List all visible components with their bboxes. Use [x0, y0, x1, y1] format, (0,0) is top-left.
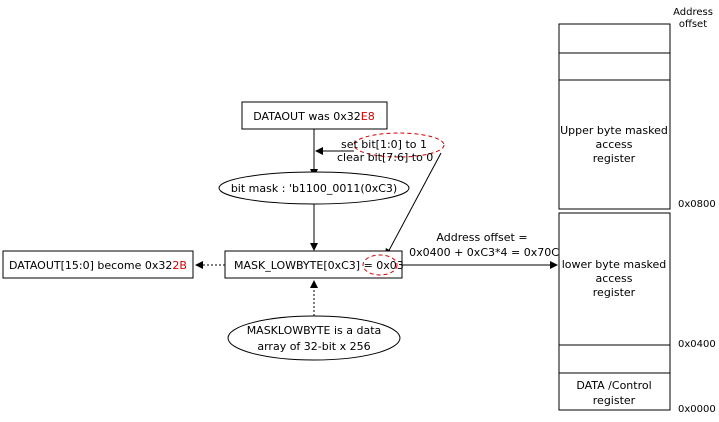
upper-region-label-line1: Upper byte masked [560, 124, 668, 137]
data-region-label-line2: register [593, 394, 636, 407]
mask-lowbyte-label: MASK_LOWBYTE[0xC3] = 0x03 [234, 259, 404, 272]
masklowbyte-note-ellipse [227, 315, 401, 361]
dataout-become-label: DATAOUT[15:0] become 0x322B [9, 259, 187, 272]
lower-region-label-line2: access [595, 272, 632, 285]
arrow-note-to-mask-value [385, 152, 442, 257]
lower-byte-region [558, 212, 671, 346]
set-bit-note: set bit[1:0] to 1 [341, 138, 427, 151]
memory-map: Upper byte masked access register lower … [558, 23, 671, 411]
upper-byte-region [558, 23, 671, 210]
dataout-was-box [241, 101, 388, 130]
data-region-label-line1: DATA /Control [576, 379, 651, 392]
mask-lowbyte-value: 0x03 [376, 259, 404, 272]
masklowbyte-note-line2: array of 32-bit x 256 [257, 340, 370, 353]
address-offset-note-line1: Address offset = [436, 231, 527, 244]
address-label-0x0800: 0x0800 [678, 199, 716, 210]
address-offset-header-line1: Address [673, 7, 713, 18]
lower-region-label-line1: lower byte masked [562, 258, 667, 271]
clear-bit-note: clear bit[7:6] to 0 [337, 151, 433, 164]
lower-region-label-line3: register [593, 286, 636, 299]
dataout-become-box [2, 250, 194, 279]
data-control-region [558, 372, 671, 411]
dataout-was-label: DATAOUT was 0x32E8 [253, 110, 375, 123]
address-offset-note-line2: 0x0400 + 0xC3*4 = 0x70C [409, 246, 559, 259]
bit-mask-label: bit mask : 'b1100_0011(0xC3) [231, 182, 397, 195]
address-label-0x0000: 0x0000 [678, 404, 716, 415]
upper-region-label-line2: access [595, 138, 632, 151]
reserved-region [558, 344, 671, 374]
upper-region-label-line3: register [593, 152, 636, 165]
address-offset-header-line2: offset [679, 19, 707, 30]
set-bit-highlight-ellipse [353, 132, 445, 158]
masklowbyte-note-line1: MASKLOWBYTE is a data [247, 324, 382, 337]
mask-value-highlight-ellipse [362, 254, 398, 276]
address-label-0x0400: 0x0400 [678, 339, 716, 350]
